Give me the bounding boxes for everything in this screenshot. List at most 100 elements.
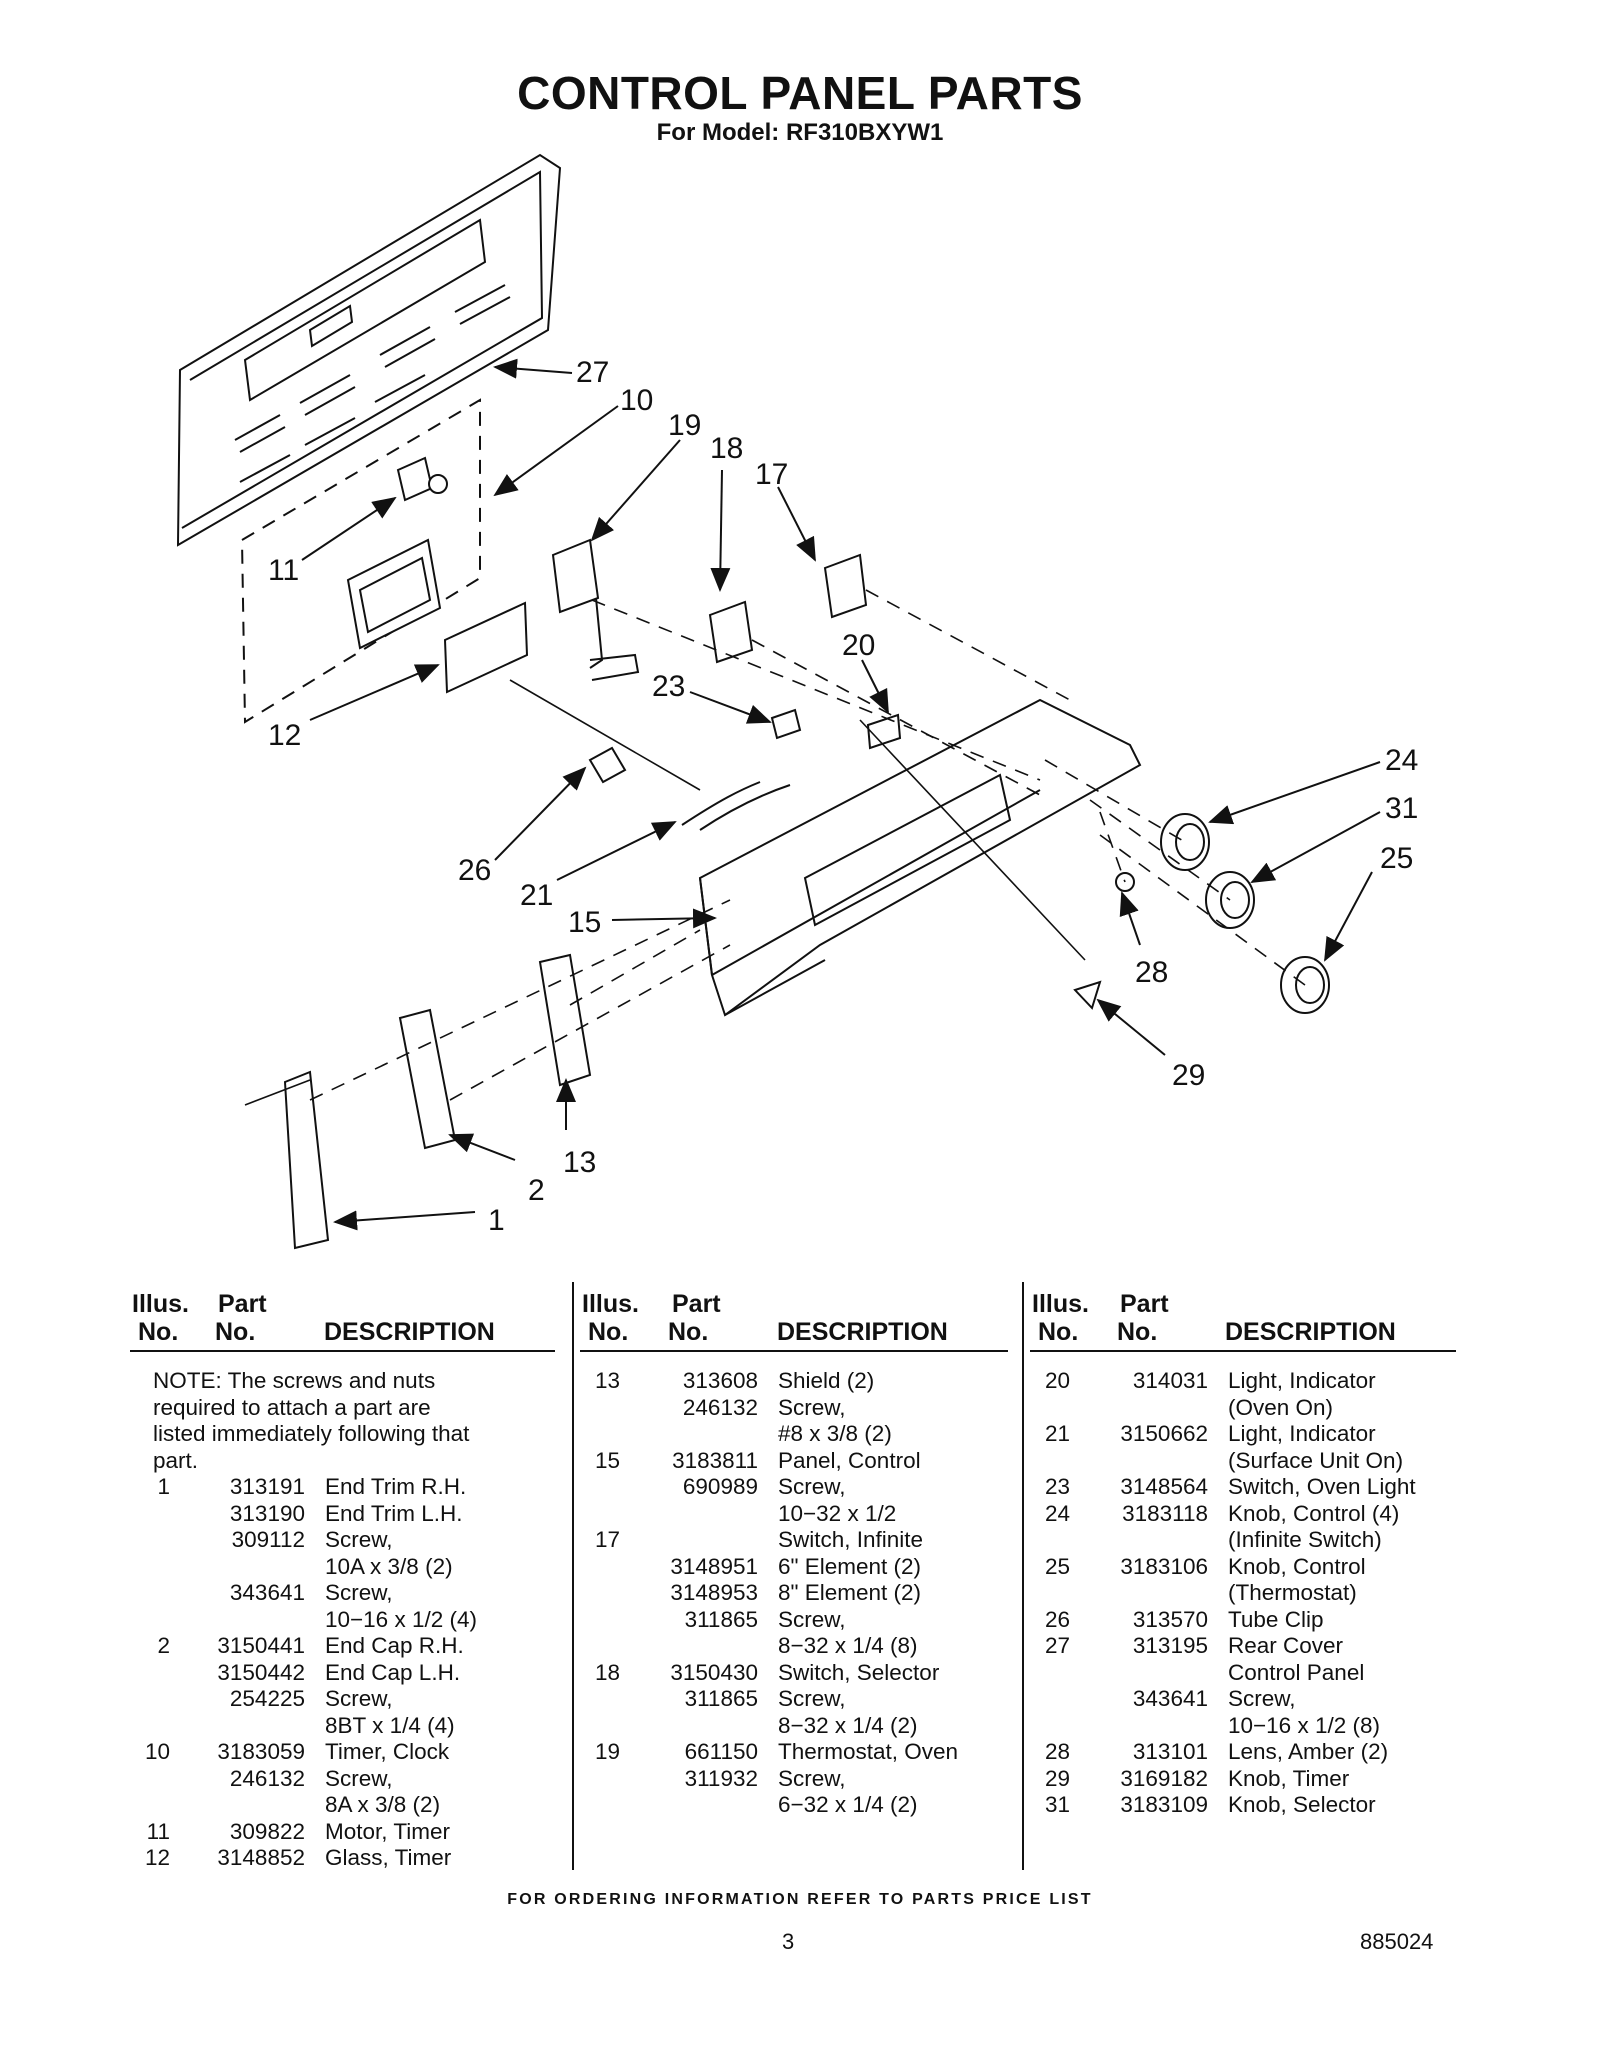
- part-number: 311932: [684, 1765, 758, 1791]
- callout-28: 28: [1135, 956, 1168, 989]
- table-row: 8−32 x 1/4 (2): [580, 1713, 1008, 1740]
- part-description: Switch, Oven Light: [1228, 1474, 1416, 1499]
- part-number: 313101: [1132, 1739, 1208, 1764]
- infinite-switch-part: [823, 553, 868, 619]
- part-description: 8" Element (2): [778, 1580, 922, 1605]
- table-row: (Infinite Switch): [1030, 1527, 1456, 1554]
- part-number: 313608: [682, 1368, 758, 1393]
- part-description: End Trim L.H.: [325, 1500, 463, 1526]
- table-row: 23 3148564 Switch, Oven Light: [1030, 1474, 1456, 1501]
- part-description: Rear Cover: [1228, 1633, 1344, 1658]
- part-description: (Thermostat): [1228, 1580, 1357, 1605]
- part-number: 3150662: [1120, 1421, 1208, 1446]
- part-description: Light, Indicator: [1228, 1421, 1376, 1446]
- header-illus-no: No.: [1038, 1318, 1079, 1346]
- callout-12: 12: [268, 719, 301, 752]
- part-number: 3148852: [217, 1845, 305, 1870]
- column-divider: [572, 1282, 574, 1870]
- part-number: 3148564: [1120, 1474, 1208, 1499]
- callout-1: 1: [488, 1204, 505, 1237]
- part-number: 313190: [229, 1500, 305, 1526]
- callout-13: 13: [563, 1146, 596, 1179]
- part-number: 3150442: [217, 1659, 305, 1685]
- part-description: 10−16 x 1/2 (4): [325, 1606, 477, 1632]
- header-part-no: No.: [215, 1318, 256, 1346]
- callout-18: 18: [710, 432, 743, 465]
- rear-cover-part: [176, 153, 562, 547]
- part-number: 690989: [682, 1474, 758, 1499]
- timer-knob-part: [1073, 980, 1102, 1010]
- part-number: 314031: [1132, 1368, 1208, 1393]
- callout-27: 27: [576, 356, 609, 389]
- control-knob-24-part: [1160, 813, 1210, 871]
- part-description: Switch, Selector: [778, 1659, 940, 1685]
- part-number: 3183109: [1120, 1792, 1208, 1817]
- timer-glass-part: [443, 601, 529, 694]
- illus-number: 19: [594, 1739, 620, 1764]
- document-number: 885024: [1360, 1929, 1434, 1954]
- part-description: Panel, Control: [778, 1447, 921, 1473]
- part-number: 313570: [1132, 1606, 1208, 1632]
- header-part: Part: [672, 1290, 721, 1318]
- part-description: Timer, Clock: [325, 1739, 450, 1764]
- table-row: 8BT x 1/4 (4): [130, 1713, 555, 1740]
- header-part: Part: [218, 1290, 267, 1318]
- part-number: 309822: [229, 1818, 305, 1844]
- part-description: 10−16 x 1/2 (8): [1228, 1712, 1380, 1738]
- ordering-footer: FOR ORDERING INFORMATION REFER TO PARTS …: [507, 1891, 1093, 1908]
- diagram-callouts: 27 10 19 18 17 11 20 23 12 24 31 25 26 2…: [268, 356, 1418, 1237]
- illus-number: 10: [144, 1739, 170, 1764]
- part-number: 3183118: [1122, 1500, 1208, 1526]
- callout-20: 20: [842, 629, 875, 662]
- part-description: Switch, Infinite: [778, 1527, 924, 1552]
- table-header: Illus. No. Part No. DESCRIPTION: [1030, 1282, 1456, 1352]
- clock-timer-part: [346, 538, 442, 650]
- callout-2: 2: [528, 1174, 545, 1207]
- part-description: 10A x 3/8 (2): [325, 1553, 453, 1579]
- control-knob-25-part: [1280, 956, 1330, 1014]
- page-number: 3: [782, 1929, 795, 1954]
- header-illus-no: No.: [138, 1318, 179, 1346]
- table-row: 313190 End Trim L.H.: [130, 1501, 555, 1528]
- callout-19: 19: [668, 409, 701, 442]
- callout-23: 23: [652, 670, 685, 703]
- table-row: 10A x 3/8 (2): [130, 1554, 555, 1581]
- illus-number: 24: [1044, 1500, 1070, 1526]
- illus-number: 31: [1044, 1792, 1070, 1817]
- part-description: 6−32 x 1/4 (2): [778, 1792, 918, 1817]
- part-description: Control Panel: [1228, 1659, 1365, 1685]
- part-number: 311865: [684, 1686, 758, 1711]
- part-description: Knob, Selector: [1228, 1792, 1376, 1817]
- table-row: 10−32 x 1/2: [580, 1501, 1008, 1528]
- part-description: Knob, Timer: [1228, 1765, 1350, 1791]
- part-number: 3148953: [670, 1580, 758, 1605]
- illus-number: 2: [157, 1633, 170, 1658]
- callout-10: 10: [620, 384, 653, 417]
- callout-17: 17: [755, 458, 788, 491]
- illus-number: 23: [1044, 1474, 1070, 1499]
- table-row: (Surface Unit On): [1030, 1448, 1456, 1475]
- oven-light-switch-part: [770, 708, 802, 740]
- illus-number: 21: [1044, 1421, 1070, 1446]
- table-row: (Thermostat): [1030, 1580, 1456, 1607]
- tube-clip-part: [588, 746, 627, 784]
- table-row: 31 3183109 Knob, Selector: [1030, 1792, 1456, 1819]
- part-description: Screw,: [325, 1580, 393, 1605]
- end-cap-part: [398, 1008, 457, 1150]
- table-header: Illus. No. Part No. DESCRIPTION: [580, 1282, 1008, 1352]
